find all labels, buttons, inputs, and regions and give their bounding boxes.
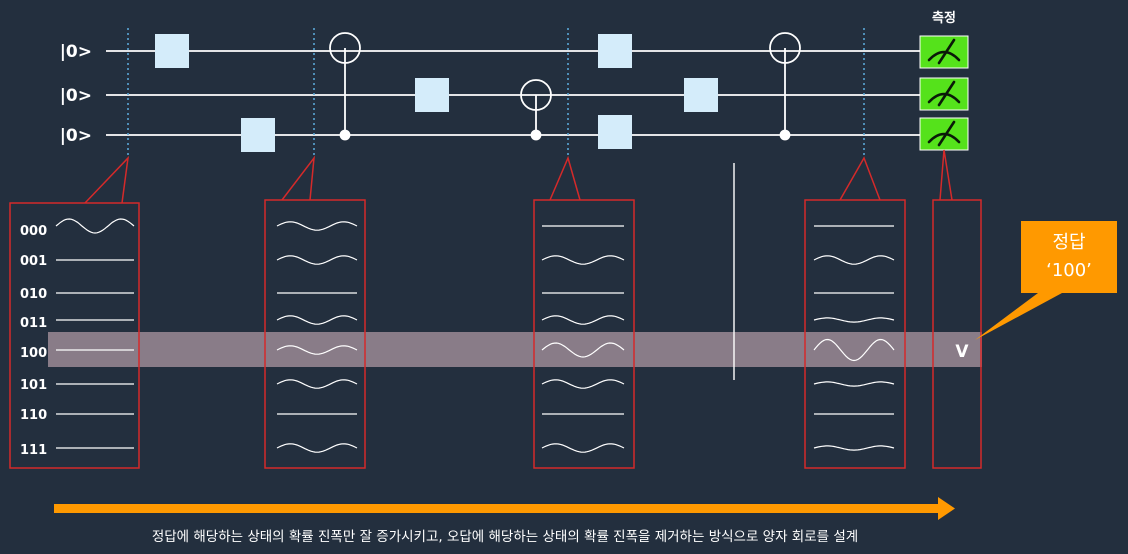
meter-icon — [927, 80, 961, 107]
measure-label: 측정 — [932, 10, 956, 26]
amplitude-wave-s2-001 — [276, 255, 358, 265]
state-panel-2 — [264, 199, 366, 469]
state-panel-3 — [533, 199, 635, 469]
result-check-mark: V — [955, 342, 969, 362]
meter-icon — [927, 38, 961, 65]
controlled-gate-3[interactable] — [769, 32, 801, 141]
callout-line-1: 정답 — [1052, 232, 1085, 253]
state-labels: 000 001 010 011 100 101 110 111 — [20, 224, 47, 458]
stage-markers — [127, 28, 865, 156]
state-label-100: 100 — [20, 346, 47, 361]
state-label-001: 001 — [20, 254, 47, 269]
amplitude-wave-s2-011 — [276, 315, 358, 325]
measure-gate-q2[interactable] — [919, 117, 969, 151]
qubit-label-0: |0> — [60, 42, 92, 62]
qubit-label-1: |0> — [60, 86, 92, 106]
arrow-shaft — [54, 504, 944, 513]
state-label-000: 000 — [20, 224, 47, 239]
state-label-011: 011 — [20, 316, 47, 331]
arrow-head — [938, 497, 955, 520]
amplitude-wave-s3-100 — [541, 342, 625, 358]
amplitude-wave-s2-100 — [276, 345, 358, 355]
gate-q0-a[interactable] — [155, 34, 189, 68]
measure-gate-q1[interactable] — [919, 77, 969, 111]
amplitude-wave-s2-000 — [276, 221, 358, 231]
amplitude-wave-s2-101 — [276, 379, 358, 389]
gate-q1-a[interactable] — [415, 78, 449, 112]
gate-q2-a[interactable] — [241, 118, 275, 152]
amplitude-wave-s3-111 — [541, 443, 625, 453]
meter-icon — [927, 120, 961, 147]
amplitude-wave-s3-101 — [541, 379, 625, 389]
progress-arrow — [54, 497, 955, 520]
amplitude-wave-s4-001 — [813, 255, 895, 265]
control-dot-icon — [779, 129, 791, 141]
qubit-label-2: |0> — [60, 126, 92, 146]
caption: 정답에 해당하는 상태의 확률 진폭만 잘 증가시키고, 오답에 해당하는 상태… — [152, 529, 858, 545]
amplitude-wave-s4-101 — [813, 381, 895, 387]
answer-callout: 정답 ‘100’ — [975, 221, 1117, 340]
controlled-gate-1[interactable] — [329, 32, 361, 141]
state-panel-measure — [932, 199, 982, 469]
callout-pointer — [975, 293, 1062, 340]
control-dot-icon — [339, 129, 351, 141]
measure-gate-q0[interactable] — [919, 35, 969, 69]
state-label-111: 111 — [20, 443, 47, 458]
state-label-101: 101 — [20, 378, 47, 393]
state-label-010: 010 — [20, 287, 47, 302]
panel-pointer-1 — [84, 155, 130, 204]
qubit-wires — [106, 50, 920, 136]
controlled-gate-2[interactable] — [520, 79, 552, 141]
amplitude-wave-s4-100 — [813, 338, 895, 362]
panel-pointer-measure — [939, 149, 953, 201]
highlight-band — [48, 332, 982, 367]
amplitude-wave-s4-111 — [813, 445, 895, 451]
controlled-gates — [329, 32, 801, 141]
amplitude-wave-s4-011 — [813, 317, 895, 323]
amplitude-wave-s2-111 — [276, 443, 358, 453]
gate-q1-b[interactable] — [684, 78, 718, 112]
amplitude-waves — [55, 218, 895, 453]
amplitude-wave-s3-001 — [541, 255, 625, 265]
gate-q2-b[interactable] — [598, 115, 632, 149]
panel-pointer-4 — [839, 156, 881, 201]
measure-box — [919, 77, 969, 111]
control-dot-icon — [530, 129, 542, 141]
amplitude-wave-s3-011 — [541, 315, 625, 325]
gates — [155, 34, 718, 152]
state-panel-4 — [804, 199, 906, 469]
measurement-gates — [919, 35, 969, 151]
panel-pointer-3 — [549, 155, 581, 201]
state-panels — [9, 149, 982, 469]
state-label-110: 110 — [20, 408, 47, 423]
gate-q0-b[interactable] — [598, 34, 632, 68]
callout-box — [1021, 221, 1117, 293]
callout-line-2: ‘100’ — [1046, 260, 1092, 281]
panel-pointer-2 — [281, 155, 315, 201]
state-panel-1 — [9, 202, 140, 469]
amplitude-wave-s1-000 — [55, 218, 135, 234]
